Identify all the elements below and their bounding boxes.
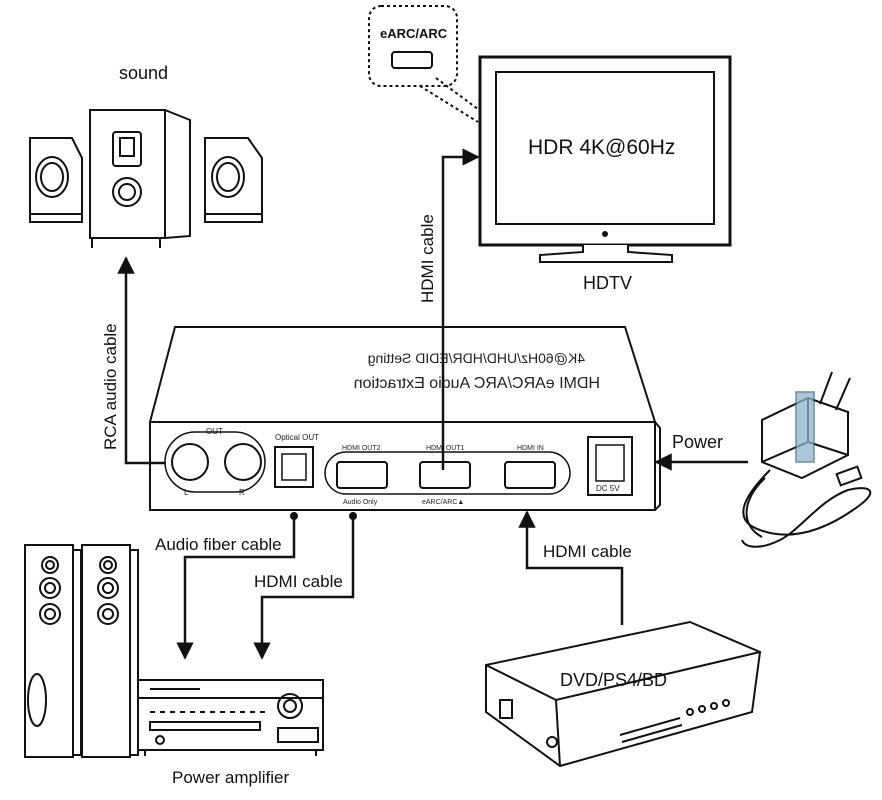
hdmi-port-group: HDMI OUT2 HDMI OUT1 HDMI IN Audio Only e… bbox=[324, 445, 571, 506]
hdmi-out2-port bbox=[336, 461, 388, 489]
audio-only-label: Audio Only bbox=[343, 499, 378, 506]
dvd-label: DVD/PS4/BD bbox=[560, 670, 667, 690]
earc-port-label: eARC/ARC▲ bbox=[422, 499, 464, 506]
power-amplifier: Power amplifier bbox=[137, 679, 324, 787]
hdmi-cable-to-amplifier bbox=[253, 512, 355, 660]
hdmi-port-icon bbox=[391, 51, 433, 69]
hdmi-cable-source-label: HDMI cable bbox=[543, 542, 632, 561]
hdtv-label: HDTV bbox=[583, 273, 632, 293]
audio-fiber-cable bbox=[176, 512, 296, 660]
tv-screen-text: HDR 4K@60Hz bbox=[528, 136, 675, 159]
subwoofer bbox=[89, 109, 191, 248]
rca-cable-label: RCA audio cable bbox=[101, 323, 120, 450]
hdmi-in-label: HDMI IN bbox=[517, 445, 544, 452]
optical-output-port: Optical OUT bbox=[274, 433, 319, 488]
hdmi-out1-port bbox=[419, 461, 471, 489]
hdmi-out1-label: HDMI OUT1 bbox=[426, 445, 465, 452]
device-title-text: HDMI eARC/ARC Audio Extraction bbox=[354, 375, 600, 392]
rca-left-label: L bbox=[184, 488, 189, 497]
optical-out-label: Optical OUT bbox=[275, 433, 319, 442]
power-amplifier-label: Power amplifier bbox=[172, 768, 289, 787]
earc-bubble-label: eARC/ARC bbox=[380, 26, 448, 41]
audio-extractor-device: HDMI eARC/ARC Audio Extraction 4K@60Hz/U… bbox=[148, 326, 661, 511]
hdmi-cable-from-source bbox=[518, 510, 624, 625]
hdmi-cable-amp-label: HDMI cable bbox=[254, 572, 343, 591]
hdmi-out2-label: HDMI OUT2 bbox=[342, 445, 381, 452]
audio-fiber-cable-label: Audio fiber cable bbox=[155, 535, 282, 554]
power-label: Power bbox=[672, 432, 723, 452]
right-satellite-speaker bbox=[204, 137, 263, 223]
floor-standing-speakers bbox=[24, 544, 139, 758]
rca-out-label: OUT bbox=[206, 427, 223, 436]
left-satellite-speaker bbox=[29, 137, 83, 223]
hdmi-cable-to-tv bbox=[441, 148, 480, 470]
rca-right-jack bbox=[224, 443, 262, 481]
hdtv: HDR 4K@60Hz HDTV bbox=[478, 55, 732, 293]
hdmi-cable-top-label: HDMI cable bbox=[418, 214, 437, 303]
rca-left-jack bbox=[171, 443, 209, 481]
sound-label: sound bbox=[119, 63, 168, 83]
dc-power-port: DC 5V bbox=[587, 436, 633, 496]
dc-label: DC 5V bbox=[596, 484, 620, 493]
hdmi-in-port bbox=[504, 461, 556, 489]
dvd-player: DVD/PS4/BD bbox=[485, 620, 762, 768]
rca-audio-cable bbox=[117, 256, 166, 465]
earc-callout-bubble: eARC/ARC bbox=[368, 5, 483, 123]
rca-right-label: R bbox=[239, 488, 245, 497]
power-adapter bbox=[741, 371, 872, 548]
sound-speaker-set: sound bbox=[29, 63, 263, 248]
device-subtitle-text: 4K@60Hz/UHD/HDR/EDID Setting bbox=[368, 350, 585, 366]
